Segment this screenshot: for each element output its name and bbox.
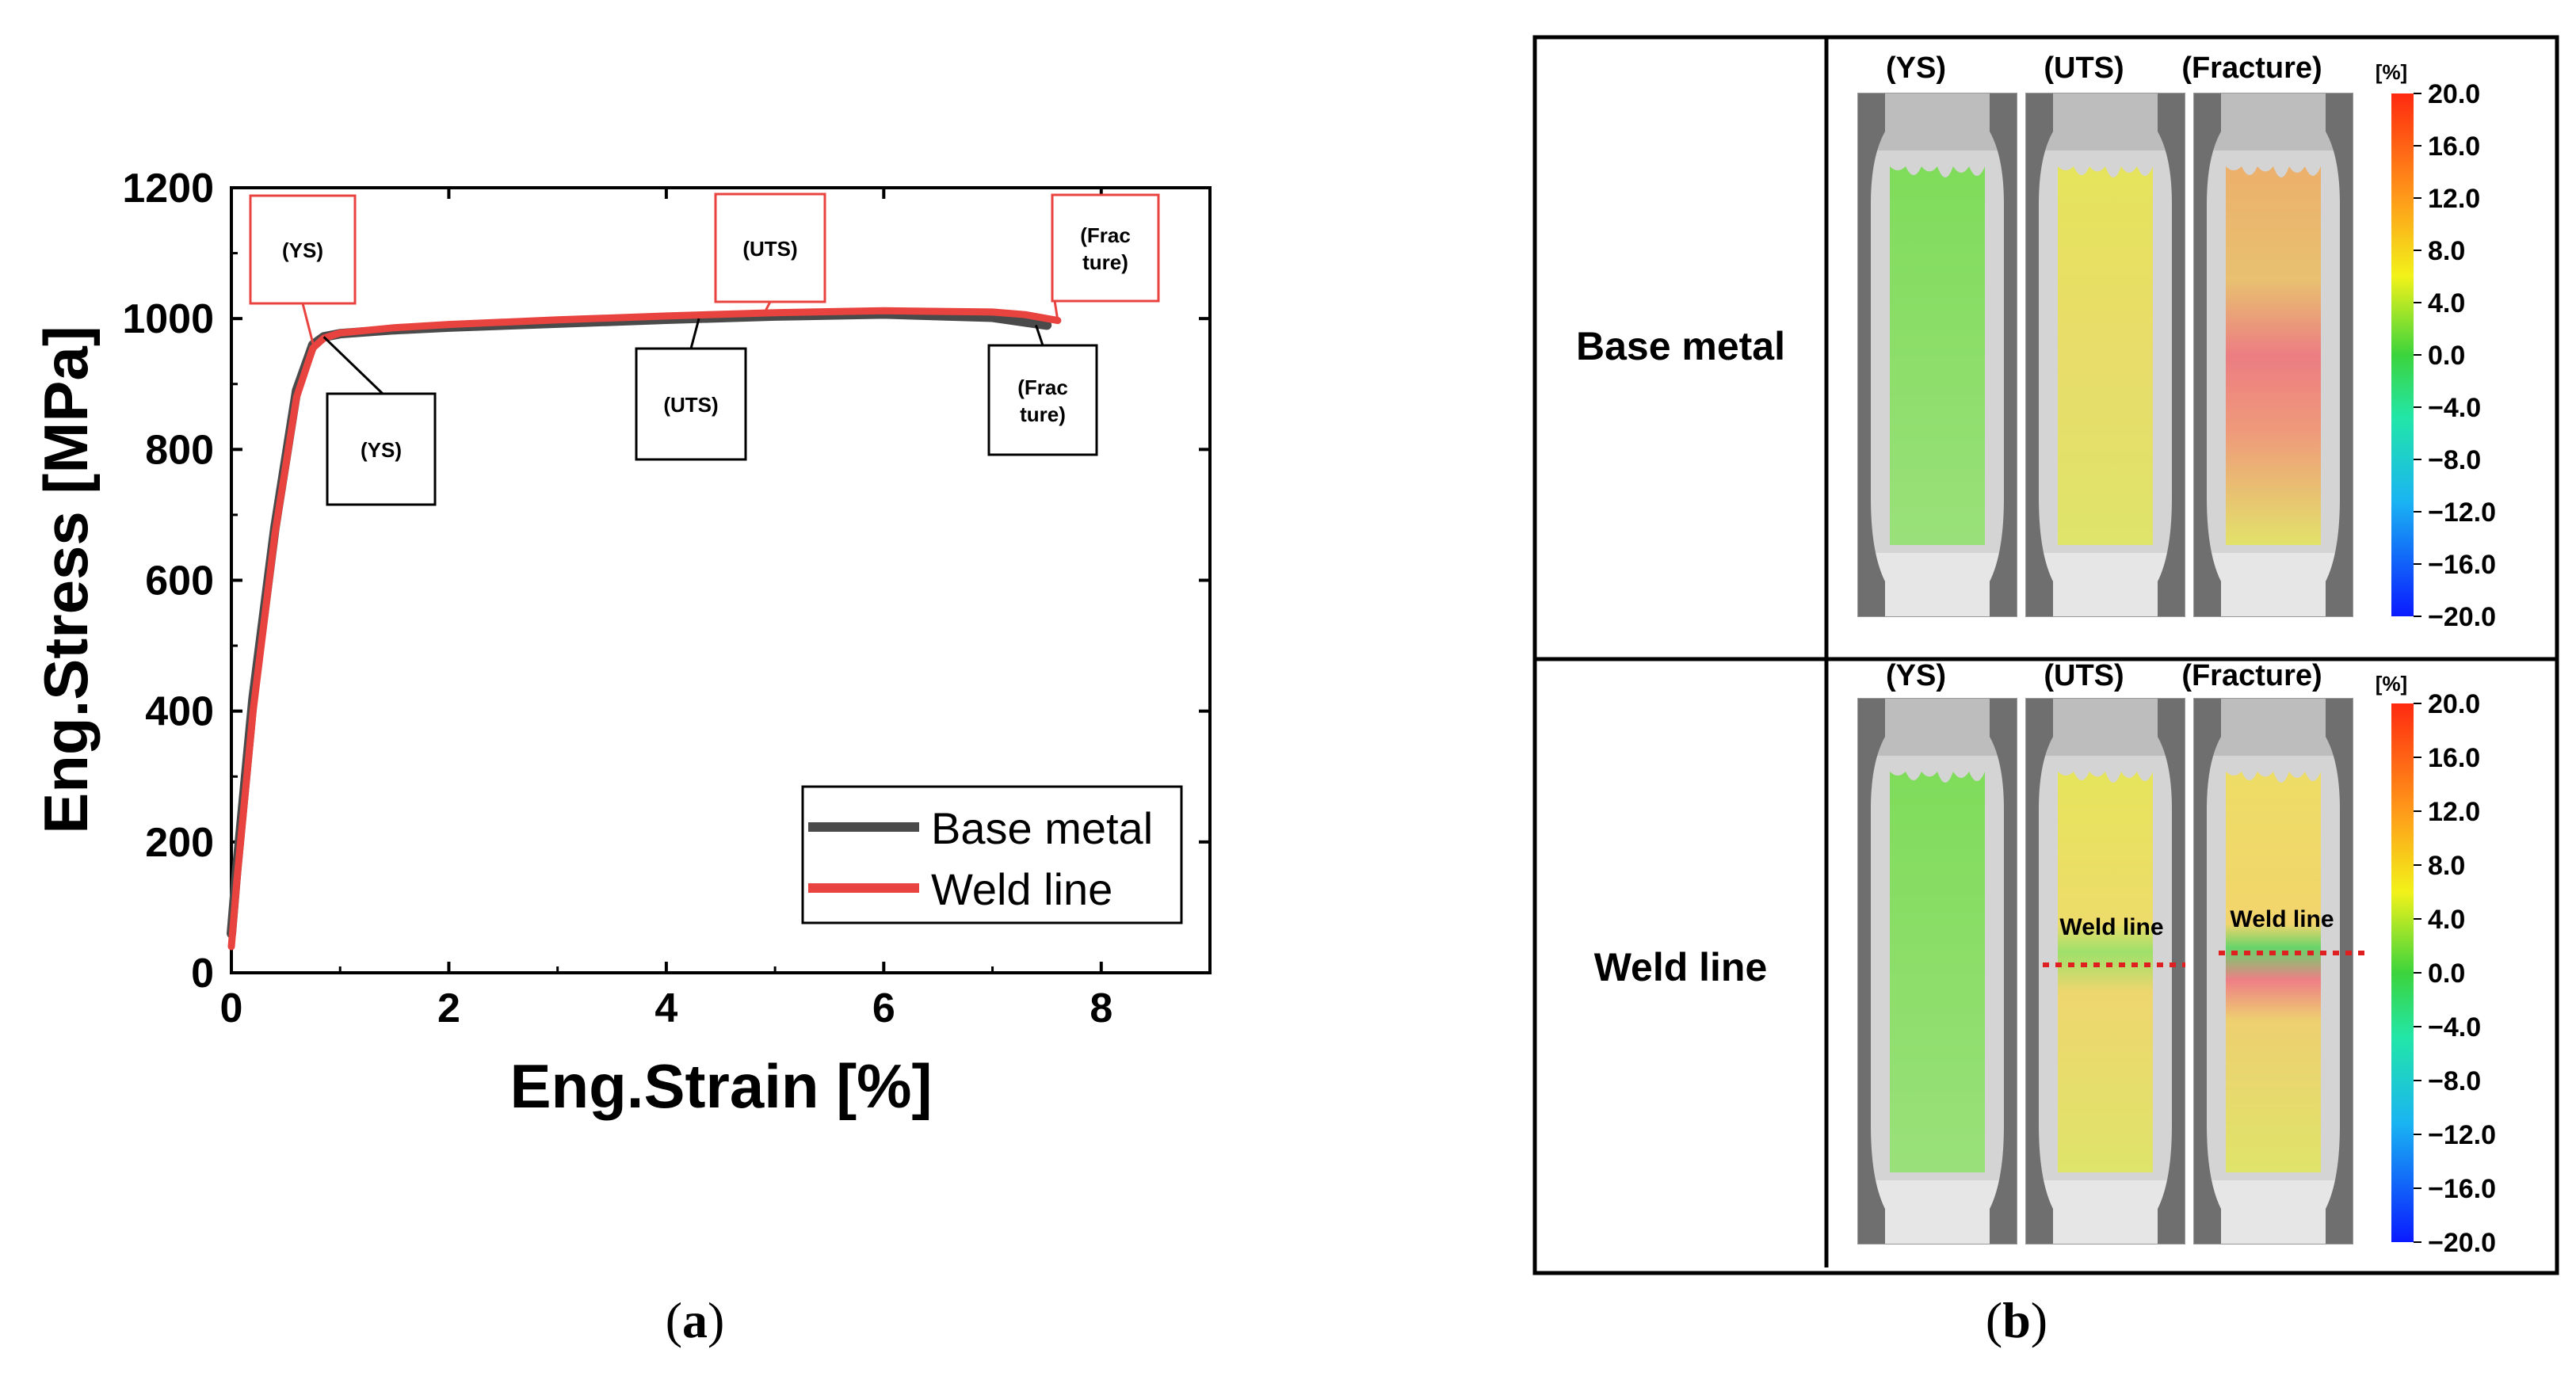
colorbar-tick-label: 0.0 <box>2428 341 2465 371</box>
annotation-4: (UTS) <box>635 318 747 461</box>
annotation-box <box>249 194 357 305</box>
annotation-leader <box>322 336 384 395</box>
annotation-box <box>987 344 1098 456</box>
colorbar-tick-label: 20.0 <box>2428 689 2480 719</box>
y-tick-label: 1000 <box>122 296 214 342</box>
y-axis-label: Eng.Stress [MPa] <box>31 326 101 833</box>
annotation-label: (UTS) <box>663 393 718 417</box>
annotation-box <box>714 192 826 303</box>
col-header-fracture-row1: (Fracture) <box>2181 51 2322 85</box>
annotation-3: (YS) <box>322 336 437 506</box>
x-tick-label: 6 <box>872 985 895 1031</box>
colorbar-tick-label: −12.0 <box>2428 497 2496 528</box>
colorbar-tick-label: −20.0 <box>2428 602 2496 632</box>
annotation-label: ture) <box>1082 250 1128 274</box>
y-tick-label: 1200 <box>122 166 214 212</box>
colorbar-tick-label: 12.0 <box>2428 184 2480 214</box>
colorbar-tick-label: −12.0 <box>2428 1120 2496 1150</box>
x-tick-label: 4 <box>654 985 677 1031</box>
x-axis-label: Eng.Strain [%] <box>509 1051 932 1121</box>
specimen-image-r1-c1 <box>1857 93 2017 617</box>
colorbar-tick-label: 8.0 <box>2428 851 2465 881</box>
colorbar-unit-row2: [%] <box>2376 672 2407 696</box>
colorbar-tick-label: 8.0 <box>2428 236 2465 266</box>
annotation-box <box>635 347 747 461</box>
specimen-image-r1-c2 <box>2025 93 2185 617</box>
y-tick-label: 400 <box>145 689 214 735</box>
colorbar-tick-label: 0.0 <box>2428 959 2465 989</box>
chart-panel-a: 0 2 4 6 8 0 200 400 600 800 1000 1200 (YS) (UTS) (Fra… <box>31 166 1212 1121</box>
colorbar-tick-label: −8.0 <box>2428 1066 2481 1096</box>
annotation-box <box>1051 193 1160 303</box>
colorbar-tick-label: −20.0 <box>2428 1228 2496 1258</box>
colorbar-tick-label: −8.0 <box>2428 445 2481 475</box>
annotation-2: (Frac ture) <box>1051 193 1160 321</box>
annotation-5: (Frac ture) <box>987 324 1098 456</box>
col-header-ys-row2: (YS) <box>1886 659 1946 692</box>
caption-a-letter: a <box>682 1292 708 1348</box>
annotation-box <box>326 392 437 506</box>
annotation-label: (YS) <box>282 238 323 262</box>
colorbar-row1 <box>2391 93 2414 616</box>
specimen-image-r1-c3 <box>2193 93 2353 617</box>
colorbar-ticks: 20.0 16.0 12.0 8.0 4.0 0.0 −4.0 −8.0 −12.0 −16.0 −… <box>2414 79 2496 1258</box>
annotation-label: ture) <box>1020 402 1066 426</box>
x-tick-label: 0 <box>220 985 243 1031</box>
colorbar-unit-row1: [%] <box>2376 60 2407 84</box>
annotation-label: (UTS) <box>742 237 797 261</box>
annotation-1: (UTS) <box>714 192 826 314</box>
weld-line-label-uts: Weld line <box>2059 914 2163 940</box>
legend-label-base-metal: Base metal <box>931 803 1153 853</box>
caption-b: (b) <box>1985 1292 2048 1348</box>
colorbar-tick-label: 20.0 <box>2428 79 2480 109</box>
col-header-fracture-row2: (Fracture) <box>2181 659 2322 692</box>
annotation-leader <box>689 318 700 349</box>
legend-label-weld-line: Weld line <box>931 864 1112 914</box>
y-tick-label: 200 <box>145 820 214 866</box>
annotation-0: (YS) <box>249 194 357 344</box>
y-tick-label: 600 <box>145 558 214 604</box>
x-tick-label: 2 <box>437 985 460 1031</box>
caption-b-letter: b <box>2002 1292 2031 1348</box>
series-line-weld-line <box>227 307 1062 951</box>
colorbar-tick-label: −4.0 <box>2428 1012 2481 1042</box>
specimen-images <box>1857 93 2353 1244</box>
col-header-uts-row2: (UTS) <box>2044 659 2124 692</box>
annotation-leader <box>763 301 772 314</box>
annotations: (YS) (UTS) (Frac ture) (YS) (UTS) (Frac ture) <box>249 192 1160 506</box>
specimen-image-r2-c2 <box>2025 698 2185 1244</box>
colorbar-tick-label: 4.0 <box>2428 905 2465 935</box>
y-tick-label: 0 <box>191 951 214 997</box>
specimen-image-r2-c3 <box>2193 698 2353 1244</box>
row-label-weld-line: Weld line <box>1594 945 1768 989</box>
colorbar-tick-label: −4.0 <box>2428 393 2481 423</box>
weld-line-label-fracture: Weld line <box>2230 906 2334 932</box>
colorbar-tick-label: −16.0 <box>2428 550 2496 580</box>
annotation-label: (YS) <box>361 438 402 462</box>
colorbar-tick-label: 4.0 <box>2428 288 2465 318</box>
row-label-base-metal: Base metal <box>1576 324 1785 368</box>
annotation-leader <box>1035 324 1044 346</box>
annotation-label: (Frac <box>1017 375 1068 399</box>
annotation-leader <box>301 303 315 344</box>
legend: Base metal Weld line <box>801 785 1183 924</box>
col-header-ys-row1: (YS) <box>1886 51 1946 85</box>
colorbar-row2 <box>2391 703 2414 1242</box>
x-tick-label: 8 <box>1090 985 1112 1031</box>
legend-box <box>801 785 1183 924</box>
series-lines <box>227 307 1062 951</box>
colorbar-tick-label: −16.0 <box>2428 1174 2496 1204</box>
specimen-image-r2-c1 <box>1857 698 2017 1244</box>
colorbar-tick-label: 12.0 <box>2428 797 2480 827</box>
colorbar-tick-label: 16.0 <box>2428 743 2480 773</box>
colorbar-tick-label: 16.0 <box>2428 132 2480 162</box>
y-tick-label: 800 <box>145 427 214 473</box>
axis-ticks: 0 2 4 6 8 0 200 400 600 800 1000 1200 <box>122 166 1210 1031</box>
col-header-uts-row1: (UTS) <box>2044 51 2124 85</box>
annotation-label: (Frac <box>1080 223 1131 247</box>
panel-b: Base metal Weld line (YS) (UTS) (Fractur… <box>1532 35 2559 1275</box>
caption-a: (a) <box>665 1292 725 1348</box>
